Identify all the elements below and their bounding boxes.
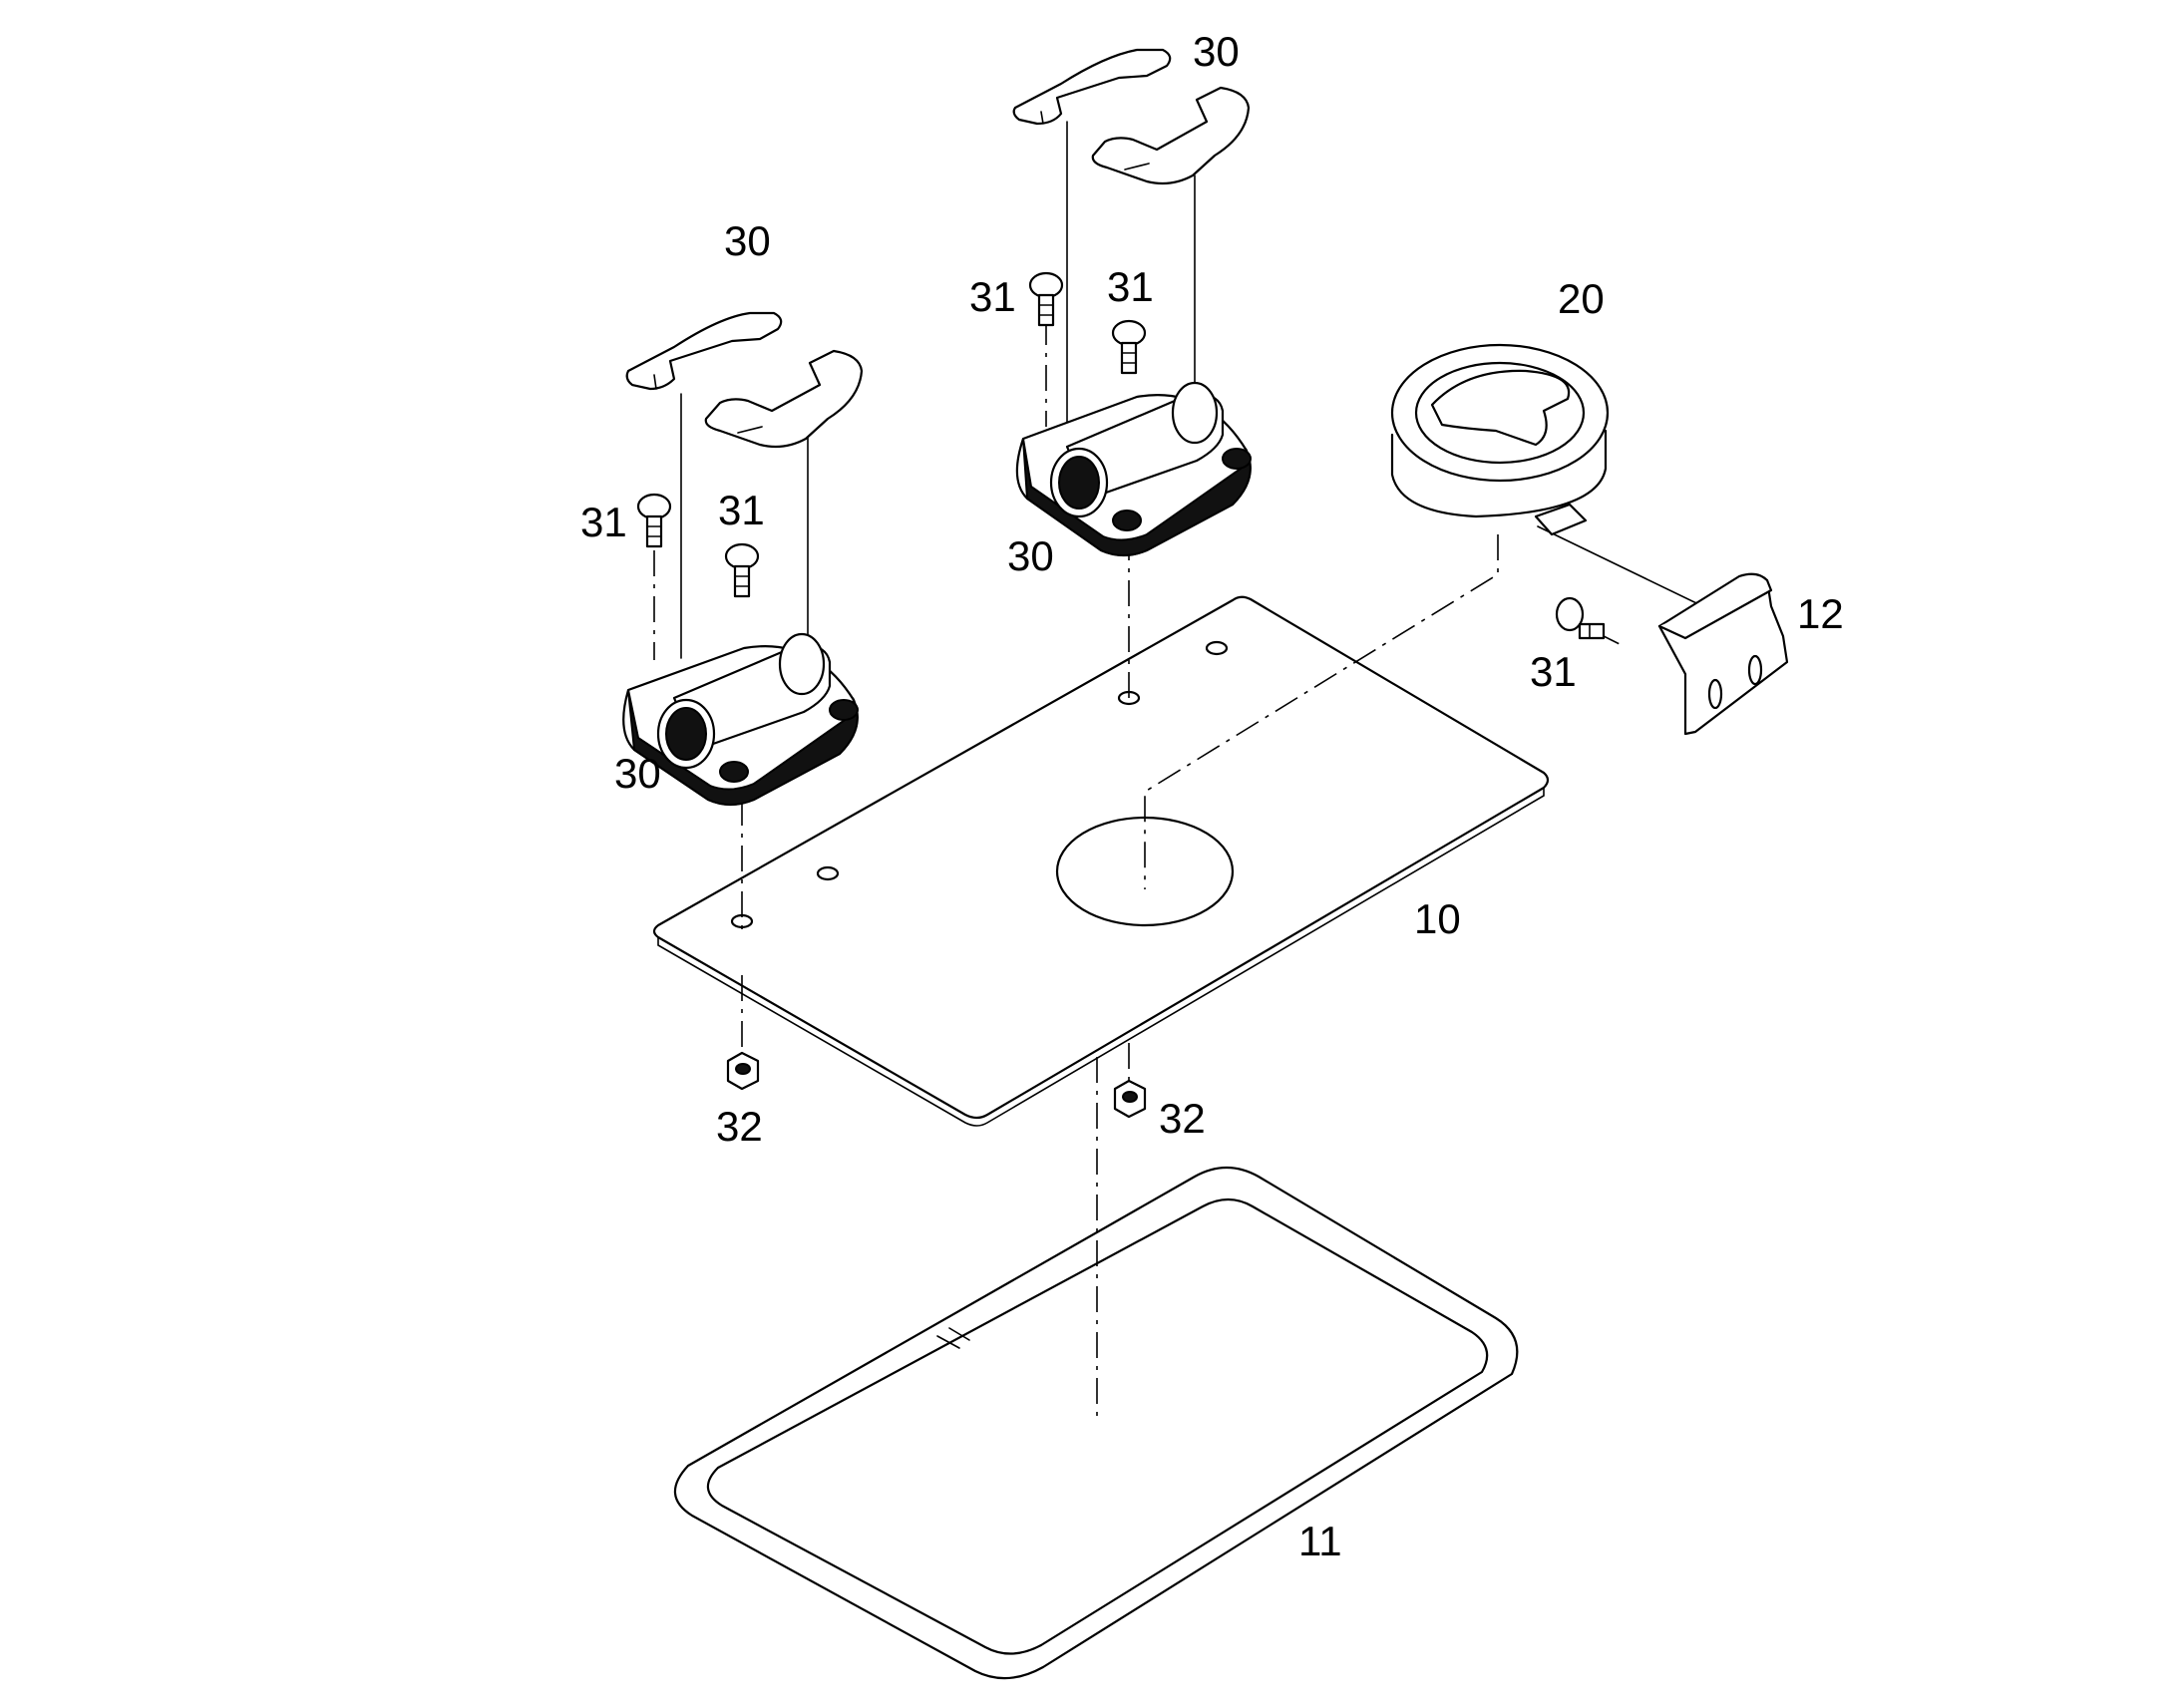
callout-31-c: 31 [580, 499, 627, 545]
assembly-center-lines [653, 319, 1621, 1416]
callout-20: 20 [1558, 275, 1605, 322]
assembly-guide-lines [680, 121, 1720, 661]
part-31-screw-b [1111, 319, 1147, 375]
callout-30-right-mid: 30 [1007, 532, 1054, 579]
callout-32-right: 32 [1159, 1095, 1206, 1142]
callout-32-left: 32 [716, 1103, 763, 1150]
callout-30-left-bottom: 30 [614, 750, 661, 797]
callout-10: 10 [1414, 895, 1461, 942]
part-10-plate [652, 595, 1550, 1127]
part-32-nut-right [1113, 1079, 1147, 1119]
part-31-screw-a [1028, 271, 1064, 327]
part-32-nut-left [726, 1051, 760, 1091]
callout-labels: 10 11 12 20 30 30 30 30 31 31 31 31 31 3… [580, 28, 1844, 1564]
callout-30-left-top: 30 [724, 217, 771, 264]
part-12-catch-bracket [1657, 572, 1789, 736]
part-31-screw-c [636, 493, 672, 548]
callout-11: 11 [1298, 1518, 1342, 1564]
part-30-hinge-right [1015, 381, 1252, 557]
part-11-gasket-frame [673, 1167, 1519, 1680]
part-31-screw-e [1555, 596, 1606, 640]
callout-30-top: 30 [1193, 28, 1240, 75]
part-30-clip-top [1012, 48, 1251, 185]
callout-12: 12 [1797, 590, 1844, 637]
part-20-latch [1390, 343, 1610, 536]
callout-31-d: 31 [718, 487, 765, 533]
callout-31-a: 31 [969, 273, 1016, 320]
part-30-hinge-left [622, 632, 859, 807]
part-31-screw-d [724, 542, 760, 598]
part-30-clip-left [625, 311, 864, 449]
callout-31-b: 31 [1107, 263, 1154, 310]
callout-31-e: 31 [1530, 648, 1577, 695]
